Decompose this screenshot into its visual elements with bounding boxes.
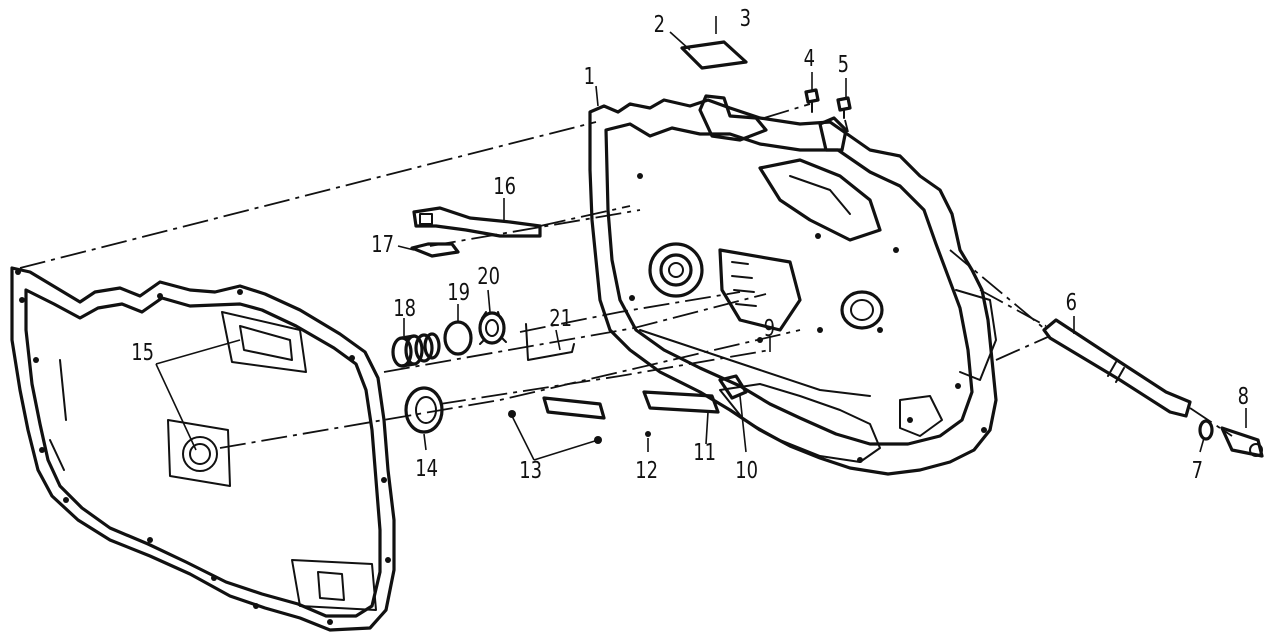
callout-9: 9: [764, 315, 775, 342]
bolt-part-4: [804, 88, 820, 113]
transaxle-case-part-1: [588, 94, 998, 476]
spring-part-18: [391, 332, 441, 368]
clip-part-17: [410, 242, 460, 258]
callout-10: 10: [735, 457, 758, 484]
callout-4: 4: [804, 45, 815, 72]
callout-18: 18: [393, 295, 416, 322]
callout-17: 17: [371, 231, 394, 258]
callout-21: 21: [549, 305, 572, 332]
plate-part-11: [642, 390, 720, 414]
callout-19: 19: [447, 279, 470, 306]
callout-1: 1: [584, 63, 595, 90]
callout-14: 14: [415, 455, 438, 482]
callout-13: 13: [519, 457, 542, 484]
shaft-part-6: [1042, 318, 1192, 418]
callout-2: 2: [654, 11, 665, 38]
callout-15: 15: [131, 339, 154, 366]
pin-part-12: [645, 431, 651, 437]
valve-part-20: [478, 311, 507, 345]
callout-20: 20: [477, 263, 500, 290]
cover-plate-part-2: [680, 40, 748, 70]
seal-ring-part-19: [443, 320, 473, 356]
ring-part-7: [1198, 419, 1214, 441]
sensor-part-8: [1220, 426, 1264, 458]
leader-lines: [155, 16, 1247, 461]
callout-16: 16: [493, 173, 516, 200]
alignment-lines: [19, 103, 1233, 449]
bolt-part-5: [836, 96, 852, 119]
callout-6: 6: [1066, 289, 1077, 316]
gasket-part-15: [10, 266, 396, 632]
lever-part-16: [412, 206, 542, 238]
callout-11: 11: [693, 439, 716, 466]
callout-labels: 1 2 3 4 5 6 7 8 9 10 11 12 13 14 15 16 1…: [131, 5, 1249, 484]
callout-12: 12: [635, 457, 658, 484]
callout-7: 7: [1192, 457, 1203, 484]
bracket-part-10: [718, 374, 748, 400]
callout-5: 5: [838, 51, 849, 78]
callout-3: 3: [740, 5, 751, 32]
callout-8: 8: [1238, 383, 1249, 410]
